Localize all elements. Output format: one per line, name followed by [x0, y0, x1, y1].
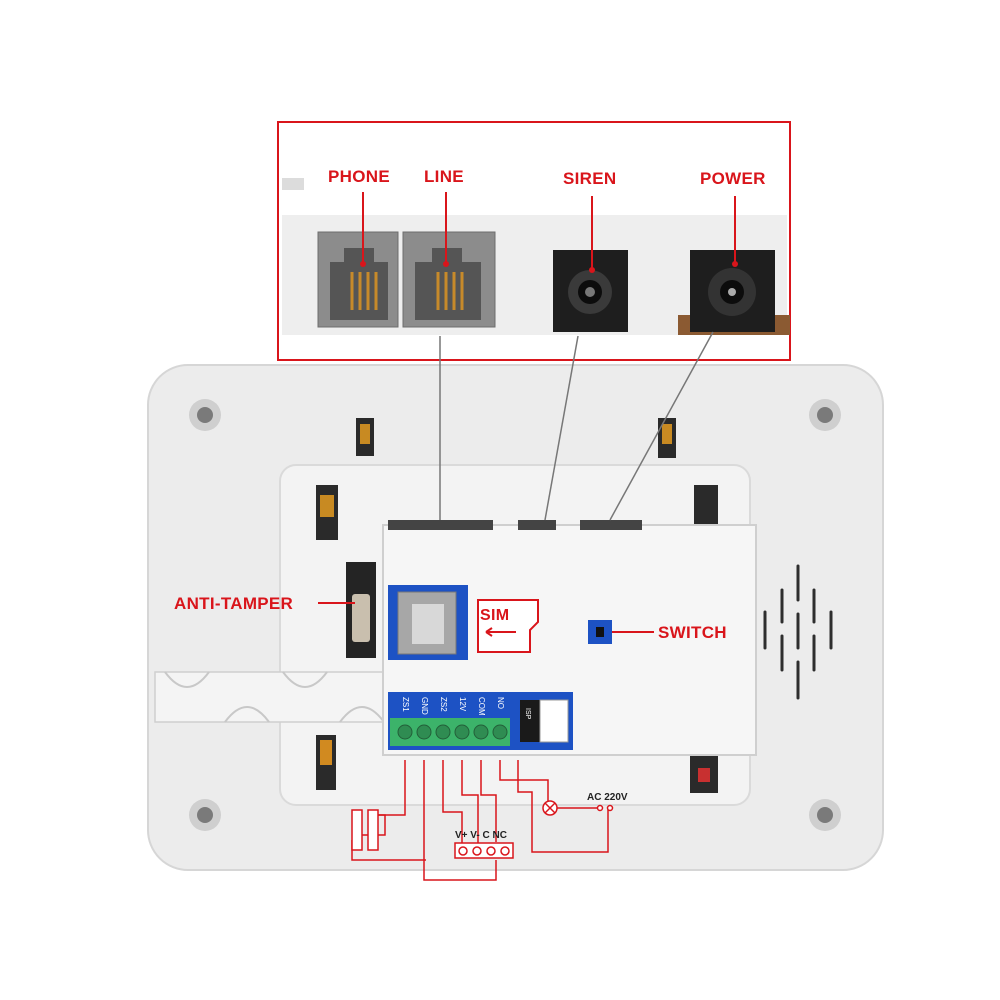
- phone-label: PHONE: [328, 167, 390, 186]
- connector-power: [580, 520, 642, 530]
- ac-terminals: [596, 804, 614, 812]
- isp-label: ISP: [524, 708, 531, 720]
- terminal-label: COM: [477, 697, 486, 716]
- terminal-label: 12V: [458, 697, 467, 712]
- line-label: LINE: [424, 167, 464, 186]
- terminal-label: ZS2: [439, 697, 448, 712]
- screw-bottom-right: [809, 799, 841, 831]
- phone-jack: [317, 231, 399, 328]
- terminal-label: GND: [420, 697, 429, 715]
- terminal-label: NO: [496, 697, 505, 709]
- connector-line: [388, 520, 493, 530]
- isp-switch: [520, 700, 540, 742]
- relay-terminal-label: V+ V- C NC: [455, 830, 507, 841]
- screw-top-left: [189, 399, 221, 431]
- terminal-screws: [397, 724, 508, 740]
- connector-siren: [518, 520, 556, 530]
- external-wiring: [351, 760, 609, 881]
- screw-bottom-left: [189, 799, 221, 831]
- speaker-grille: [763, 564, 833, 700]
- cable-channel: [154, 671, 401, 723]
- door-sensor-icon: [351, 809, 379, 851]
- terminal-label: ZS1: [401, 697, 410, 712]
- sim-insert-arrow-icon: [485, 627, 516, 637]
- sim-label: SIM: [480, 607, 510, 624]
- screw-top-right: [809, 399, 841, 431]
- leader-lines: [318, 192, 736, 633]
- leader-dots: [360, 261, 738, 273]
- line-jack: [402, 231, 496, 328]
- siren-label: SIREN: [563, 169, 617, 188]
- anti-tamper-label: ANTI-TAMPER: [174, 594, 294, 613]
- power-label: POWER: [700, 169, 766, 188]
- zoom-connection-lines: [439, 331, 714, 521]
- sim-card-outline: [477, 599, 539, 653]
- siren-jack: [553, 250, 628, 332]
- ac-voltage-label: AC 220V: [587, 792, 628, 803]
- lamp-icon: [542, 800, 558, 816]
- switch-label: SWITCH: [658, 623, 727, 642]
- relay-terminal-icon: [454, 842, 514, 859]
